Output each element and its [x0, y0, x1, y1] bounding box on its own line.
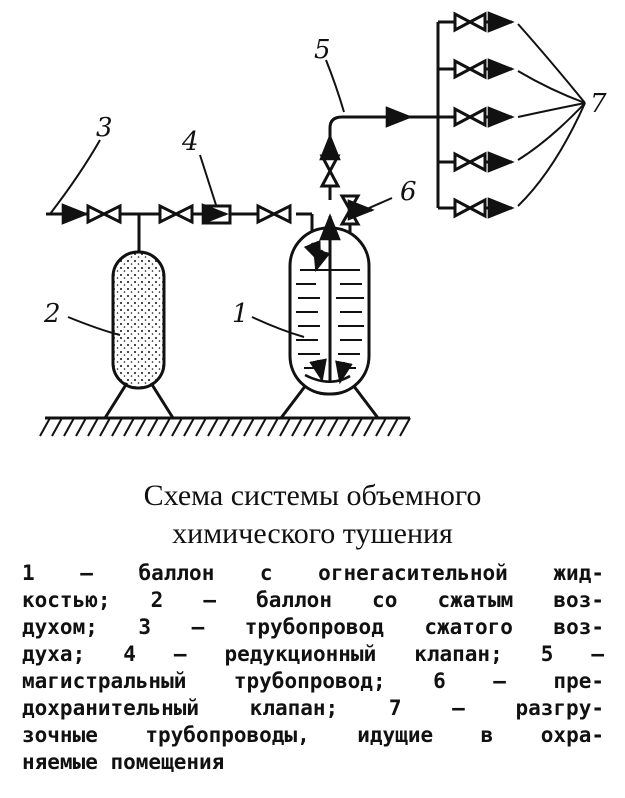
caption-line: магистральный трубопровод; 6 — пре- [22, 669, 604, 693]
caption-line: духа; 4 — редукционный клапан; 5 — [22, 642, 604, 666]
label-7: 7 [590, 89, 607, 119]
label-2: 2 [43, 299, 61, 329]
title-line-1: Схема системы объемного [143, 479, 482, 512]
discharge-pipe-3 [438, 106, 515, 128]
liquid-cylinder [279, 213, 380, 419]
air-cylinder [103, 214, 175, 419]
caption-line: 1 — баллон с огнегасительной жид- [22, 561, 604, 585]
caption-line: дохранительный клапан; 7 — разгру- [22, 696, 604, 720]
discharge-pipes [438, 11, 515, 219]
label-4: 4 [181, 127, 199, 157]
discharge-pipe-1 [438, 11, 515, 33]
title-line-2: химического тушения [172, 517, 453, 550]
valve-2 [158, 203, 194, 225]
discharge-pipe-5 [438, 197, 515, 219]
caption-line: зочные трубопроводы, идущие в охра- [22, 723, 604, 747]
main-valve [319, 154, 341, 188]
label-1: 1 [232, 299, 249, 329]
safety-valve [339, 194, 375, 232]
label-5: 5 [314, 35, 331, 65]
caption-line: няемые помещения [22, 750, 225, 774]
caption-line: духом; 3 — трубопровод сжатого воз- [22, 615, 604, 639]
label-3: 3 [96, 113, 113, 143]
label-6: 6 [400, 177, 417, 207]
caption: 1 — баллон с огнегасительной жид- костью… [22, 560, 604, 776]
system-diagram: 3 4 5 6 7 2 1 [39, 11, 607, 437]
reduction-valve [201, 203, 232, 225]
discharge-pipe-4 [438, 151, 515, 173]
caption-line: костью; 2 — баллон со сжатым воз- [22, 588, 604, 612]
leader-lines [49, 23, 586, 338]
main-pipe [328, 106, 438, 200]
valve-3 [256, 203, 292, 225]
valve-1 [86, 203, 122, 225]
discharge-pipe-2 [438, 58, 515, 80]
ground [39, 416, 411, 437]
